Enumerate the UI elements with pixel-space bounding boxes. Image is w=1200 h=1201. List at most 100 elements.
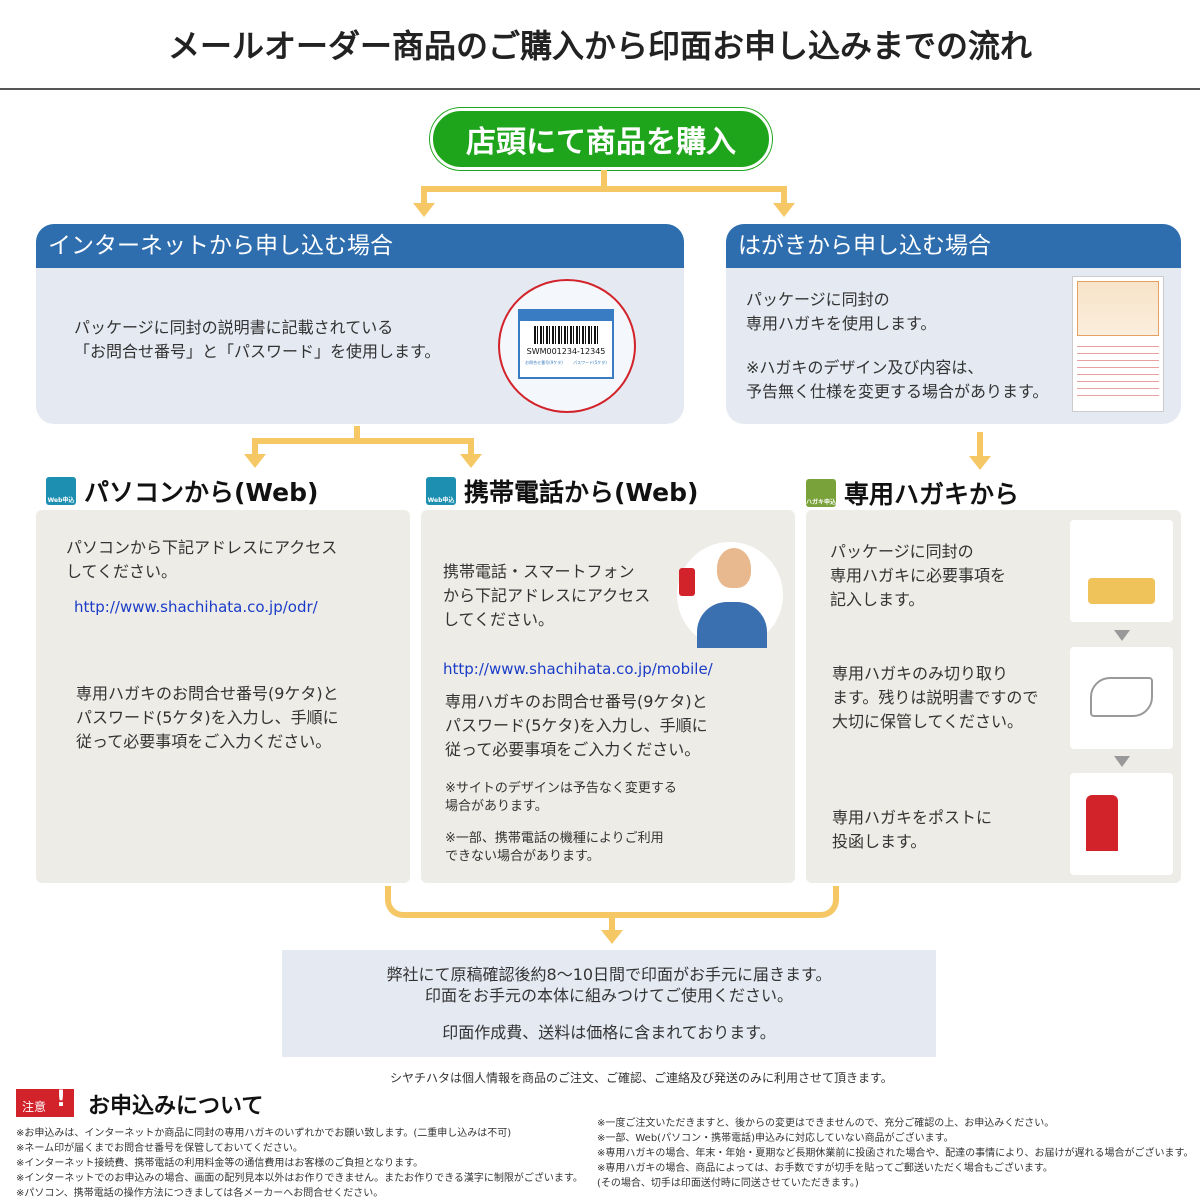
postbox-illustration (1070, 773, 1173, 875)
connector (252, 438, 258, 456)
badge-text: 注意 (22, 1100, 47, 1114)
postcard-icon: ハガキ申込 (806, 479, 836, 507)
note-line: (その場合、切手は印面送付時に同送させていただきます。) (597, 1178, 859, 1189)
text-line: してください。 (443, 610, 555, 629)
note-line: ※パソコン、携帯電話の操作方法につきましては各メーカーへお問合せください。 (16, 1188, 384, 1199)
postcard-application-box: はがきから申し込む場合 パッケージに同封の専用ハガキを使用します。 ※ハガキのデ… (726, 224, 1181, 424)
pc-panel: パソコンから下記アドレスにアクセスしてください。 http://www.shac… (36, 510, 410, 883)
connector (354, 426, 360, 442)
heading-text: パソコンから(Web) (84, 478, 319, 507)
text-line: から下記アドレスにアクセス (443, 586, 651, 605)
text-line: 専用ハガキをポストに (832, 808, 993, 827)
pc-heading: Web申込パソコンから(Web) (46, 473, 318, 509)
text-line: 印面をお手元の本体に組みつけてご使用ください。 (424, 986, 793, 1005)
result-box: 弊社にて原稿確認後約8〜10日間で印面がお手元に届きます。 印面をお手元の本体に… (282, 950, 936, 1057)
postcard-thumbnail (1072, 276, 1164, 412)
sample-label: お問合せ番号(9ケタ) (525, 360, 563, 365)
text-line: 専用ハガキを使用します。 (746, 314, 937, 333)
arrow-down-icon (601, 930, 623, 944)
text-line: 大切に保管してください。 (832, 712, 1024, 731)
step-arrow-icon (1114, 630, 1130, 641)
text-line: ※サイトのデザインは予告なく変更する (445, 781, 677, 796)
hagaki-heading: ハガキ申込専用ハガキから (806, 475, 1019, 511)
connector (421, 186, 427, 206)
postcard-header: はがきから申し込む場合 (726, 224, 1181, 268)
text-line: 投函します。 (832, 832, 927, 851)
barcode-card: SWM001234-12345 お問合せ番号(9ケタ) パスワード(5ケタ) (518, 309, 614, 379)
text-line: パソコンから下記アドレスにアクセス (66, 538, 338, 557)
hagaki-panel: パッケージに同封の専用ハガキに必要事項を記入します。 専用ハガキのみ切り取ります… (806, 510, 1181, 883)
connector (252, 438, 474, 444)
text-line: 従って必要事項をご入力ください。 (76, 732, 332, 751)
text-line: パッケージに同封の (746, 290, 890, 309)
text-line: 弊社にて原稿確認後約8〜10日間で印面がお手元に届きます。 (386, 965, 832, 984)
mobile-url-link[interactable]: http://www.shachihata.co.jp/mobile/ (443, 660, 713, 678)
connector (421, 186, 787, 192)
sample-code: SWM001234-12345 (526, 347, 606, 356)
text-line: ※ハガキのデザイン及び内容は、 (746, 358, 984, 377)
notes-left: ※お申込みは、インターネットか商品に同封の専用ハガキのいずれかでお願い致します。… (16, 1126, 583, 1201)
text-line: パスワード(5ケタ)を入力し、手順に (445, 716, 708, 735)
woman-phone-illustration (677, 542, 783, 648)
postcard-text: パッケージに同封の専用ハガキを使用します。 ※ハガキのデザイン及び内容は、予告無… (746, 288, 1048, 404)
privacy-note: シヤチハタは個人情報を商品のご注文、ご確認、ご連絡及び発送のみに利用させて頂きま… (390, 1071, 893, 1085)
note-line: ※専用ハガキの場合、商品によっては、お手数ですが切手を貼ってご郵送いただく場合も… (597, 1163, 1053, 1174)
text-line: できない場合があります。 (445, 849, 600, 864)
caution-badge: 注意! (16, 1087, 74, 1117)
text-line: ※一部、携帯電話の機種によりご利用 (445, 831, 664, 846)
text-line: パスワード(5ケタ)を入力し、手順に (76, 708, 339, 727)
page-title: メールオーダー商品のご購入から印面お申し込みまでの流れ (0, 0, 1200, 90)
text-line: 専用ハガキのお問合せ番号(9ケタ)と (76, 684, 339, 703)
buy-in-store-step: 店頭にて商品を購入 (430, 108, 772, 170)
barcode-icon (534, 326, 598, 344)
text-line: 予告無く仕様を変更する場合があります。 (746, 382, 1049, 401)
mobile-panel: 携帯電話・スマートフォンから下記アドレスにアクセスしてください。 http://… (421, 510, 795, 883)
computer-icon: Web申込 (46, 477, 76, 505)
notes-heading: お申込みについて (88, 1094, 264, 1119)
text-line: 印面作成費、送料は価格に含まれております。 (442, 1023, 776, 1042)
text-line: パッケージに同封の (830, 542, 974, 561)
arrow-down-icon (773, 203, 795, 217)
connector (601, 170, 607, 190)
arrow-down-icon (413, 203, 435, 217)
internet-header: インターネットから申し込む場合 (36, 224, 684, 268)
internet-application-box: インターネットから申し込む場合 パッケージに同封の説明書に記載されている「お問合… (36, 224, 684, 424)
text-line: 専用ハガキのお問合せ番号(9ケタ)と (445, 692, 708, 711)
heading-text: 専用ハガキから (844, 480, 1020, 509)
text-line: 従って必要事項をご入力ください。 (445, 740, 701, 759)
note-line: ※ネーム印が届くまでお問合せ番号を保管しておいてください。 (16, 1143, 303, 1154)
arrow-down-icon (969, 456, 991, 470)
text-line: 場合があります。 (445, 799, 548, 814)
connector (468, 438, 474, 456)
text-line: 携帯電話・スマートフォン (443, 562, 635, 581)
note-line: ※一部、Web(パソコン・携帯電話)申込みに対応していない商品がございます。 (597, 1133, 954, 1144)
step-arrow-icon (1114, 756, 1130, 767)
note-line: ※インターネットでのお申込みの場合、画面の配列見本以外はお作りできません。またお… (16, 1173, 583, 1184)
exclamation-icon: ! (56, 1087, 67, 1112)
text-line: ます。残りは説明書ですので (832, 688, 1039, 707)
note-line: ※一度ご注文いただきますと、後からの変更はできませんので、充分ご確認の上、お申込… (597, 1118, 1055, 1129)
text-line: パッケージに同封の説明書に記載されている (74, 318, 394, 337)
arrow-down-icon (460, 454, 482, 468)
note-line: ※専用ハガキの場合、年末・年始・夏期など長期休業前に投函された場合や、配達の事情… (597, 1148, 1194, 1159)
heading-text: 携帯電話から(Web) (464, 478, 699, 507)
connector (609, 912, 615, 932)
text-line: 記入します。 (830, 590, 925, 609)
mobile-phone-icon: Web申込 (426, 477, 456, 505)
note-line: ※お申込みは、インターネットか商品に同封の専用ハガキのいずれかでお願い致します。… (16, 1128, 512, 1139)
internet-text: パッケージに同封の説明書に記載されている「お問合せ番号」と「パスワード」を使用し… (74, 316, 440, 364)
arrow-down-icon (244, 454, 266, 468)
scissors-illustration (1070, 647, 1173, 749)
note-line: ※インターネット接続費、携帯電話の利用料金等の通信費用はお客様のご負担となります… (16, 1158, 424, 1169)
text-line: 専用ハガキに必要事項を (830, 566, 1007, 585)
text-line: 「お問合せ番号」と「パスワード」を使用します。 (74, 342, 441, 361)
pc-url-link[interactable]: http://www.shachihata.co.jp/odr/ (74, 598, 318, 616)
connector (977, 432, 983, 458)
text-line: してください。 (66, 562, 178, 581)
text-line: 専用ハガキのみ切り取り (832, 664, 1009, 683)
notes-right: ※一度ご注文いただきますと、後からの変更はできませんので、充分ご確認の上、お申込… (597, 1116, 1193, 1191)
sample-label: パスワード(5ケタ) (573, 360, 607, 365)
connector (781, 186, 787, 206)
mobile-heading: Web申込携帯電話から(Web) (426, 473, 698, 509)
sample-label-image: SWM001234-12345 お問合せ番号(9ケタ) パスワード(5ケタ) (498, 279, 636, 413)
